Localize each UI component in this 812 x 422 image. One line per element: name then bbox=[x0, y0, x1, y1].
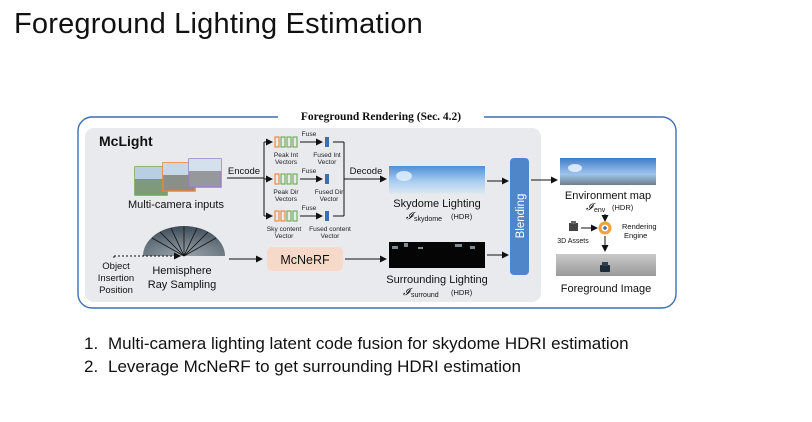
peak-int-vectors bbox=[274, 136, 298, 148]
slide-title: Foreground Lighting Estimation bbox=[14, 8, 424, 40]
fuse-label-3: Fuse bbox=[302, 205, 317, 212]
frame-title-bg bbox=[278, 108, 484, 125]
3d-assets-label: 3D Assets bbox=[557, 238, 589, 245]
object-insertion-line1: Object bbox=[102, 261, 130, 272]
hemisphere-label-line2: Ray Sampling bbox=[148, 279, 216, 291]
peak-dir-vectors bbox=[274, 173, 298, 185]
vector-label-1-left-a: Peak Int bbox=[274, 152, 298, 159]
vector-label-2-left-a: Peak Dir bbox=[273, 189, 299, 196]
env-symbol: 𝓘 bbox=[586, 202, 596, 213]
frame-title: Foreground Rendering (Sec. 4.2) bbox=[301, 111, 461, 123]
hemisphere-label-line1: Hemisphere bbox=[152, 265, 211, 277]
blending-label: Blending bbox=[515, 194, 527, 239]
surrounding-label: Surrounding Lighting bbox=[386, 274, 488, 286]
vector-label-1-right-a: Fused Int bbox=[313, 152, 341, 159]
env-subscript: env bbox=[594, 207, 606, 214]
fuse-label-1: Fuse bbox=[302, 131, 317, 138]
bullet-list: 1. Multi-camera lighting latent code fusi… bbox=[84, 332, 629, 378]
vector-label-1-right-b: Vector bbox=[318, 159, 337, 166]
mcnerf-box bbox=[267, 247, 343, 271]
rendering-engine-line1: Rendering bbox=[622, 222, 657, 231]
3d-asset-icon bbox=[569, 221, 578, 231]
blending-bar bbox=[510, 158, 529, 275]
foreground-image-label: Foreground Image bbox=[561, 283, 652, 295]
bullet-item-1: 1. Multi-camera lighting latent code fusi… bbox=[84, 332, 629, 355]
env-hdr: (HDR) bbox=[612, 203, 634, 212]
multi-camera-images bbox=[134, 158, 222, 196]
bullet-text: Leverage McNeRF to get surrounding HDRI … bbox=[108, 357, 521, 376]
encode-label: Encode bbox=[228, 166, 260, 177]
bullet-item-2: 2. Leverage McNeRF to get surrounding HDR… bbox=[84, 355, 629, 378]
vector-label-3-right-b: Vector bbox=[321, 233, 340, 240]
object-insertion-line2: Insertion bbox=[98, 273, 134, 284]
rendering-engine-line2: Engine bbox=[624, 231, 647, 240]
bullet-text: Multi-camera lighting latent code fusion… bbox=[108, 334, 629, 353]
decode-label: Decode bbox=[350, 166, 383, 177]
skydome-hdr: (HDR) bbox=[451, 212, 473, 221]
mcnerf-label: McNeRF bbox=[280, 253, 330, 267]
fused-dir-vector bbox=[325, 174, 329, 184]
object-insertion-line3: Position bbox=[99, 285, 133, 296]
bullet-number: 1. bbox=[84, 334, 99, 353]
vector-label-3-right-a: Fused content bbox=[309, 226, 351, 233]
vector-label-3-left-b: Vector bbox=[275, 233, 294, 240]
mclight-title: McLight bbox=[99, 133, 153, 149]
surrounding-image bbox=[389, 242, 485, 268]
vector-label-2-right-a: Fused Dir bbox=[315, 189, 344, 196]
surrounding-symbol: 𝓘 bbox=[403, 287, 413, 298]
vector-label-2-right-b: Vector bbox=[320, 196, 339, 203]
multi-camera-label: Multi-camera inputs bbox=[128, 199, 224, 211]
skydome-subscript: skydome bbox=[414, 216, 442, 223]
fuse-label-2: Fuse bbox=[302, 168, 317, 175]
foreground-car bbox=[600, 262, 610, 272]
fused-int-vector bbox=[325, 137, 329, 147]
bullet-number: 2. bbox=[84, 357, 99, 376]
fused-content-vector bbox=[325, 211, 329, 221]
vector-label-2-left-b: Vectors bbox=[275, 196, 298, 203]
surrounding-hdr: (HDR) bbox=[451, 288, 473, 297]
surrounding-subscript: surround bbox=[411, 292, 439, 299]
sky-content-vectors bbox=[274, 210, 298, 222]
rendering-engine-icon bbox=[598, 221, 612, 235]
vector-label-1-left-b: Vectors bbox=[275, 159, 298, 166]
vector-label-3-left-a: Sky content bbox=[267, 226, 302, 233]
environment-map-label: Environment map bbox=[565, 190, 651, 202]
skydome-symbol: 𝓘 bbox=[406, 211, 416, 222]
skydome-label: Skydome Lighting bbox=[393, 198, 480, 210]
